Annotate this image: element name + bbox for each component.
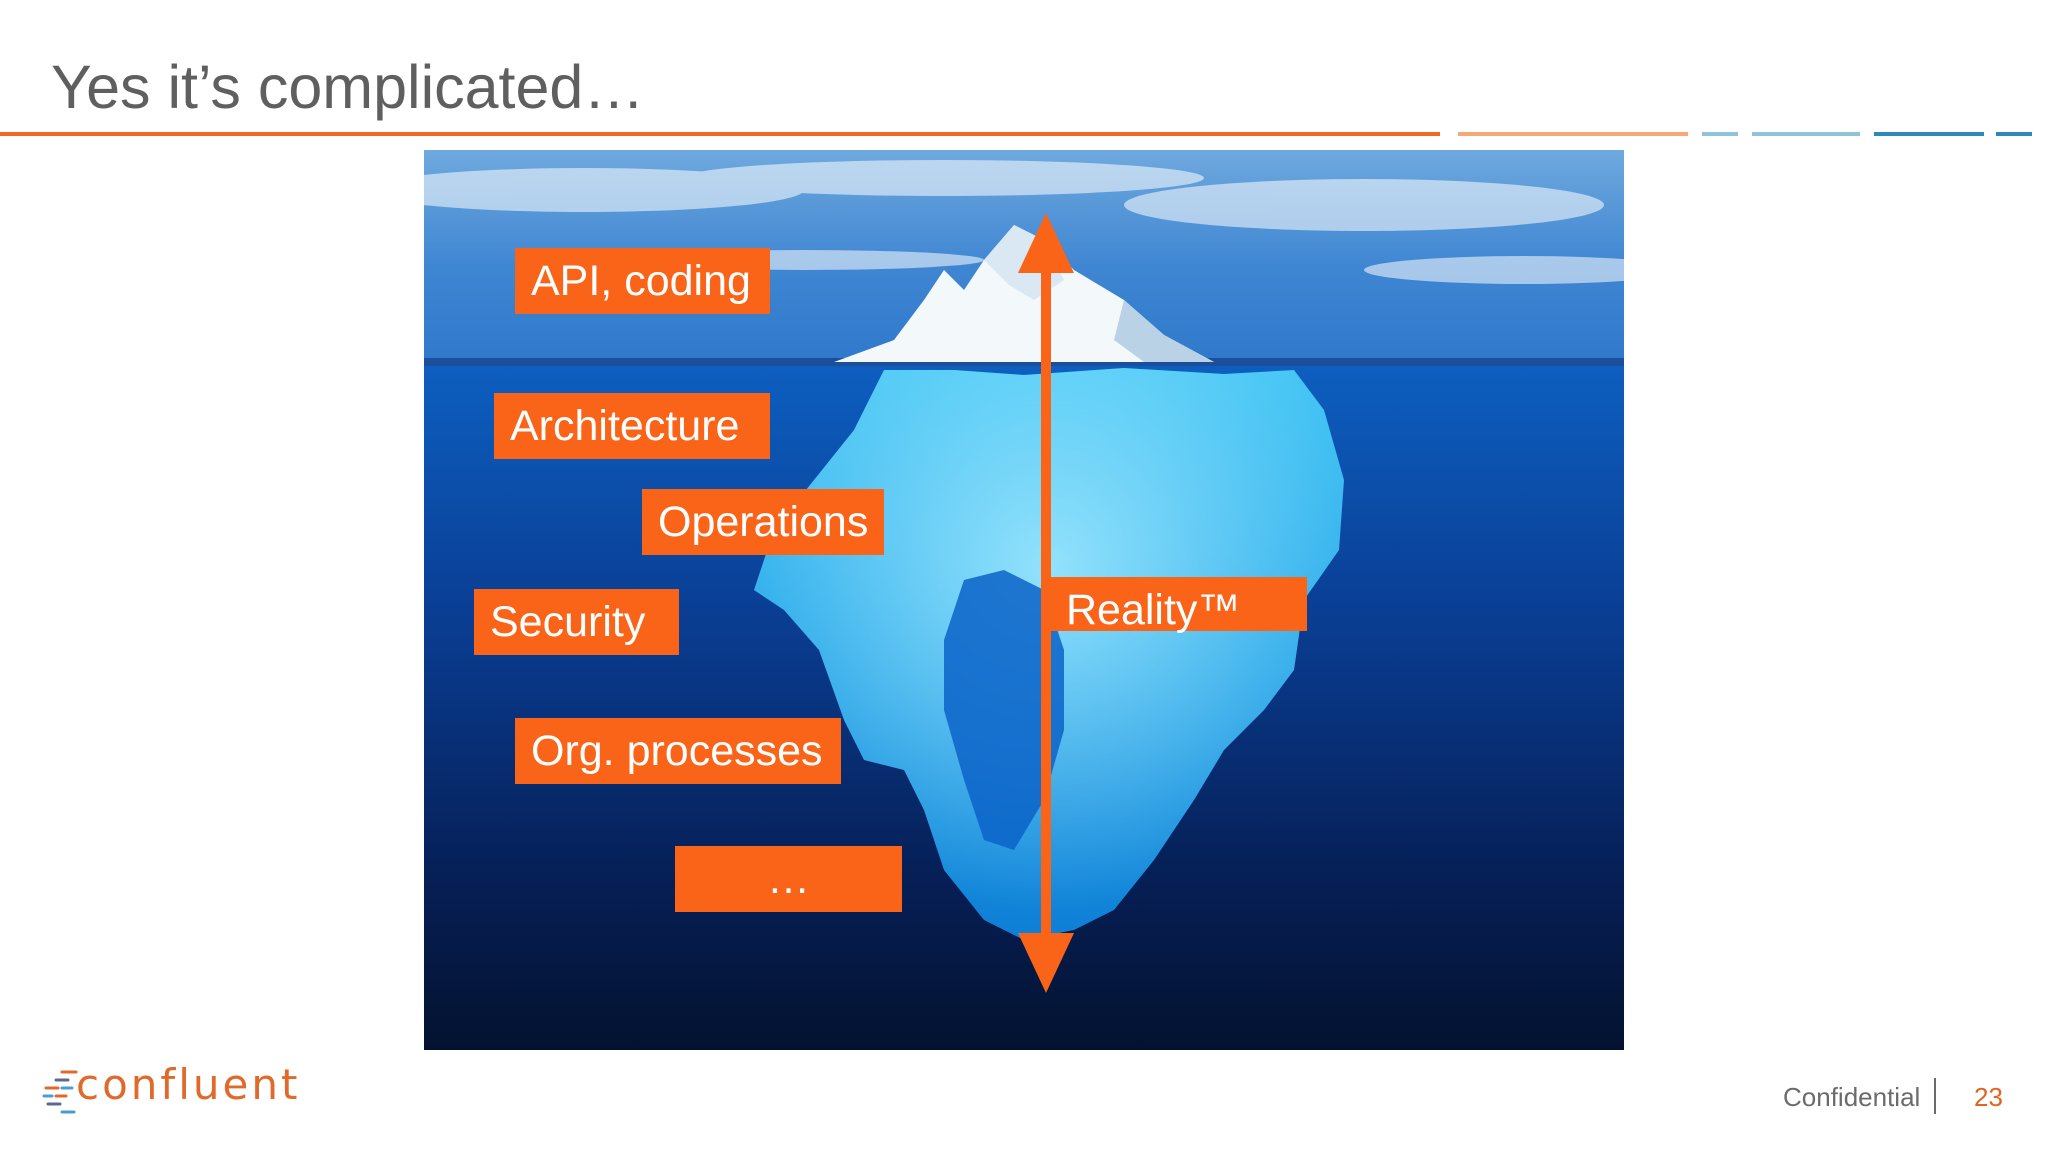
label-reality: Reality™ <box>1050 577 1307 634</box>
label-architecture: Architecture <box>494 393 770 459</box>
footer-divider <box>1934 1078 1936 1114</box>
label-security: Security <box>474 589 679 655</box>
confidential-label: Confidential <box>1783 1082 1921 1112</box>
label-api-coding: API, coding <box>515 248 770 314</box>
label-ellipsis: … <box>675 846 902 912</box>
page-number: 23 <box>1974 1082 2003 1112</box>
double-headed-arrow <box>1018 213 1074 993</box>
label-org-processes: Org. processes <box>515 718 841 784</box>
label-operations: Operations <box>642 489 884 555</box>
slide-title: Yes it’s complicated… <box>51 53 645 121</box>
confluent-logo-icon <box>42 1070 78 1114</box>
confluent-logo-text: confluent <box>76 1060 301 1109</box>
